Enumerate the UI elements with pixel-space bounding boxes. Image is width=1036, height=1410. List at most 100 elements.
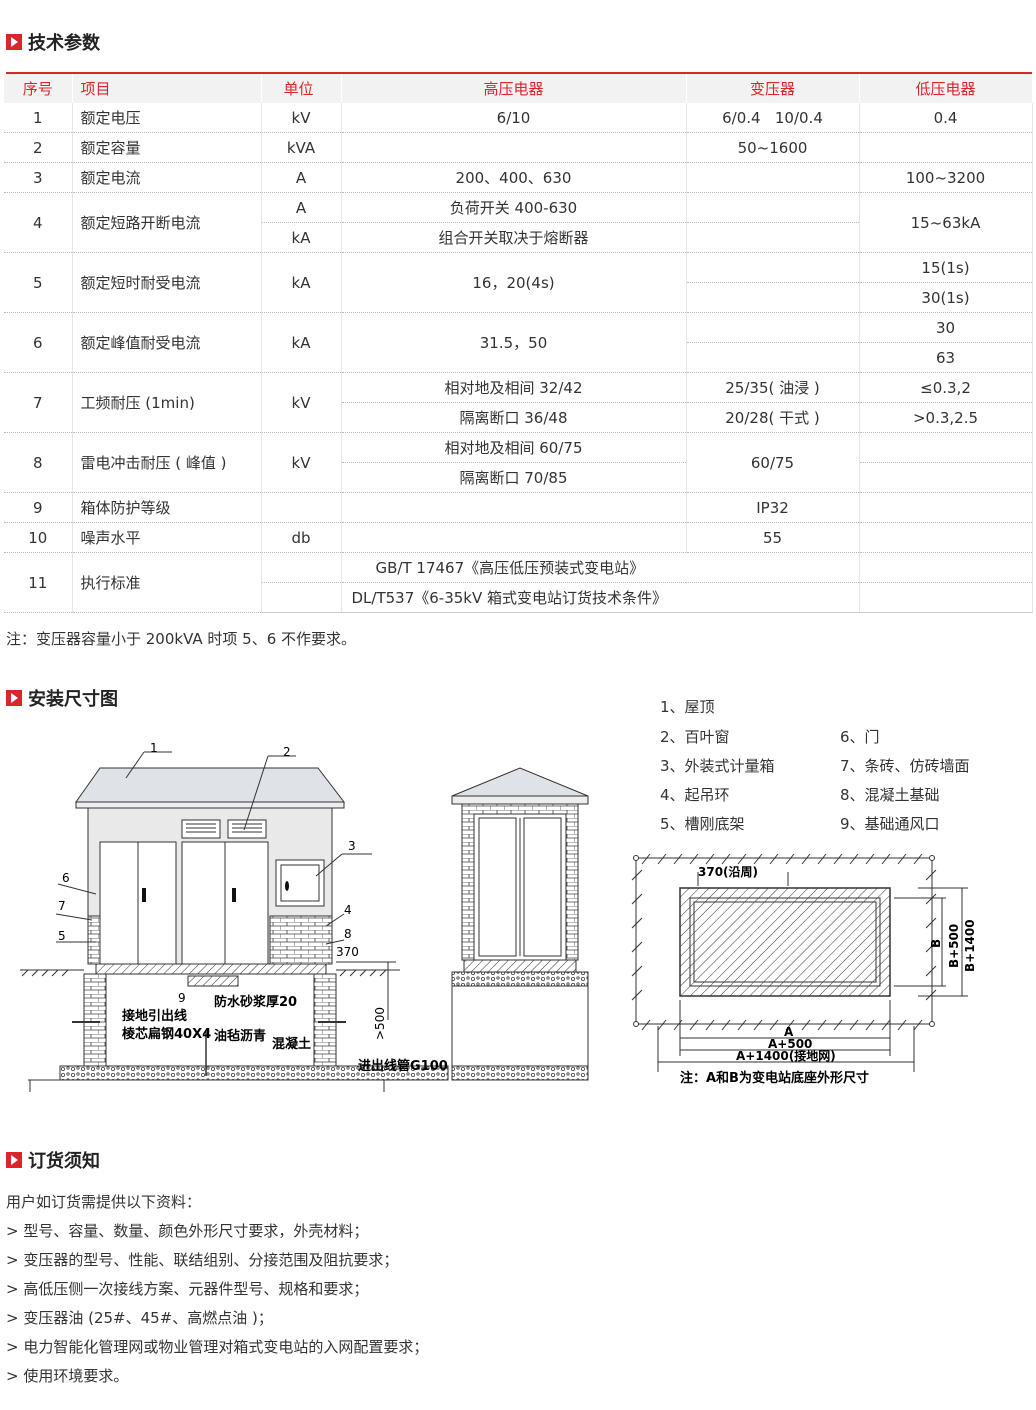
table-row: kA 组合开关取决于熔断器	[4, 222, 1032, 253]
cell: kV	[261, 372, 342, 433]
cell: 隔离断口 36/48	[341, 402, 687, 433]
table-row: 1 额定电压 kV 6/10 6/0.4 10/0.4 0.4	[4, 103, 1033, 133]
cell: 0.4	[859, 103, 1033, 133]
legend-item: 9、基础通风口	[840, 815, 940, 833]
cell	[686, 282, 860, 313]
table-row: 8 雷电冲击耐压 ( 峰值 ) kV 相对地及相间 60/75 60/75	[4, 432, 1033, 493]
cell: 63	[859, 342, 1033, 373]
drawing-label: A	[784, 1025, 794, 1039]
table-row: 6 额定峰值耐受电流 kA 31.5，50 30	[4, 312, 1033, 373]
drawing-label: 370(沿周)	[698, 865, 758, 879]
cell: 1	[4, 103, 73, 133]
cell: A	[261, 192, 342, 223]
drawing-label: 7	[58, 899, 66, 913]
section-header-order: 订货须知	[6, 1148, 100, 1172]
cell: 30	[859, 312, 1033, 343]
legend-item: 7、条砖、仿砖墙面	[840, 757, 970, 775]
table-note: 注：变压器容量小于 200kVA 时项 5、6 不作要求。	[6, 630, 357, 648]
cell: 额定峰值耐受电流	[72, 312, 262, 373]
table-row: 63	[4, 342, 1033, 373]
cell	[859, 462, 1033, 493]
cell: 15(1s)	[859, 252, 1033, 283]
order-item: > 电力智能化管理网或物业管理对箱式变电站的入网配置要求；	[6, 1338, 429, 1356]
cell	[859, 492, 1033, 523]
divider	[6, 72, 1032, 74]
cell	[686, 162, 860, 193]
table-row: 隔离断口 70/85	[4, 462, 1033, 493]
cell: 额定短路开断电流	[72, 192, 262, 253]
drawing-label: 6	[62, 871, 70, 885]
section-title: 安装尺寸图	[28, 689, 118, 710]
cell	[859, 132, 1033, 163]
cell: IP32	[686, 492, 860, 523]
cell: kVA	[261, 132, 342, 163]
cell: 10	[4, 522, 73, 553]
cell: 16，20(4s)	[341, 252, 687, 313]
cell: kA	[261, 252, 342, 313]
legend-item: 8、混凝土基础	[840, 786, 940, 804]
cell: 负荷开关 400-630	[341, 192, 687, 223]
drawing-label: 防水砂浆厚20	[214, 994, 297, 1010]
cell: 6/10	[341, 103, 687, 133]
cell: kV	[261, 103, 342, 133]
cell	[686, 192, 860, 223]
drawing-label: B	[929, 939, 943, 948]
col-header: 项目	[72, 74, 262, 103]
roof-shape	[75, 767, 346, 803]
legend-item: 6、门	[840, 728, 880, 746]
drawing-label: 9	[178, 991, 186, 1005]
section-title: 订货须知	[28, 1151, 100, 1172]
table-row: 2 额定容量 kVA 50~1600	[4, 132, 1033, 163]
order-item: > 高低压侧一次接线方案、元器件型号、规格和要求；	[6, 1280, 369, 1298]
col-header: 序号	[4, 74, 73, 103]
cell	[859, 522, 1033, 553]
drawing-label: 8	[344, 927, 352, 941]
col-header: 单位	[261, 74, 342, 103]
section-header-tech: 技术参数	[6, 30, 100, 54]
cell: 20/28( 干式 )	[686, 402, 860, 433]
cell	[261, 552, 342, 583]
cell: 100~3200	[859, 162, 1033, 193]
cell: 200、400、630	[341, 162, 687, 193]
cell: 31.5，50	[341, 312, 687, 373]
drawing-label: A+1400(接地网)	[736, 1048, 836, 1063]
cell: db	[261, 522, 342, 553]
drawing-label: 2	[283, 745, 291, 759]
cell: 11	[4, 552, 73, 613]
cell: 额定电流	[72, 162, 262, 193]
drawing-label: 接地引出线	[122, 1008, 187, 1024]
legend-item: 4、起吊环	[660, 786, 730, 804]
cell: 雷电冲击耐压 ( 峰值 )	[72, 432, 262, 493]
cell: 2	[4, 132, 73, 163]
cell	[686, 252, 860, 283]
elevation-drawing: 1 2 3 4 6 7 5 8 370 9 防水砂浆厚20 接地引出线 棱芯扁钢…	[20, 741, 589, 1092]
play-arrow-icon	[6, 1152, 22, 1168]
cell	[261, 582, 342, 613]
cell	[341, 132, 687, 163]
cell: A	[261, 162, 342, 193]
table-row: 11 执行标准 GB/T 17467《高压低压预装式变电站》	[4, 552, 1033, 613]
cell: 箱体防护等级	[72, 492, 262, 523]
table-row: DL/T537《6-35kV 箱式变电站订货技术条件》	[4, 582, 1033, 613]
cell: 额定短时耐受电流	[72, 252, 262, 313]
cell: kV	[261, 432, 342, 493]
section-header-install: 安装尺寸图	[6, 686, 118, 710]
drawing-label: 5	[58, 929, 66, 943]
cell: 6	[4, 312, 73, 373]
cell	[859, 432, 1033, 463]
legend-item: 2、百叶窗	[660, 728, 730, 746]
side-roof-shape	[451, 767, 589, 797]
col-header: 高压电器	[341, 74, 687, 103]
legend-item: 5、槽刚底架	[660, 815, 745, 833]
table-row: 隔离断口 36/48 20/28( 干式 ) >0.3,2.5	[4, 402, 1033, 433]
plan-drawing: 370(沿周) A A+500 A+1400(接地网) 注：A和B为变电站底座外…	[631, 853, 977, 1086]
order-item: > 变压器油 (25#、45#、高燃点油 )；	[6, 1309, 273, 1327]
table-row: 9 箱体防护等级 IP32	[4, 492, 1033, 523]
cell: 噪声水平	[72, 522, 262, 553]
table-row: 30(1s)	[4, 282, 1033, 313]
drawing-label: 棱芯扁钢40X4	[122, 1026, 211, 1042]
table-row: 4 额定短路开断电流 A 负荷开关 400-630 15~63kA	[4, 192, 1033, 253]
drawing-label: 1	[150, 741, 158, 755]
drawing-label: >500	[373, 1007, 387, 1040]
drawing-label: 3	[348, 839, 356, 853]
